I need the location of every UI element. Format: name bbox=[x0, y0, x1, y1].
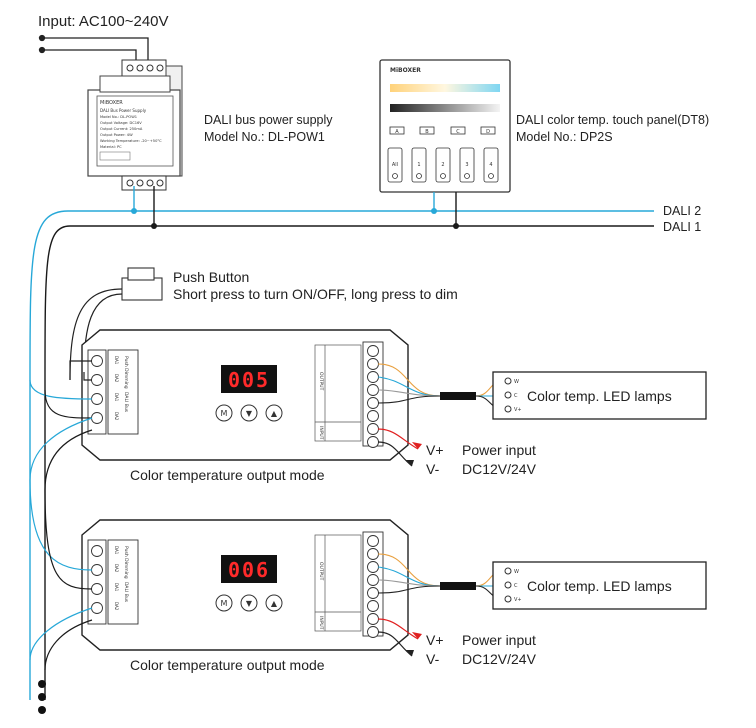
touch-panel-title: DALI color temp. touch panel(DT8) bbox=[516, 113, 709, 127]
ctrl2-v-minus: V- bbox=[426, 651, 440, 667]
ctrl1-power-title: Power input bbox=[462, 442, 536, 458]
ac-input-wires bbox=[38, 34, 149, 64]
cct-slider bbox=[390, 84, 500, 92]
group-button-b: B bbox=[425, 129, 429, 135]
ctrl2-v-plus: V+ bbox=[426, 632, 444, 648]
controller-2: Push Dimming DALI Bus DA1 DA2 DA1 DA2 00… bbox=[81, 519, 409, 651]
input-label: Input: AC100~240V bbox=[38, 13, 169, 30]
push-button-desc: Short press to turn ON/OFF, long press t… bbox=[173, 286, 458, 302]
ctrl2-power-title: Power input bbox=[462, 632, 536, 648]
zone-label-3: 3 bbox=[465, 162, 468, 168]
ctrl1-down-button[interactable] bbox=[240, 404, 258, 422]
ctrl2-down-label: ▼ bbox=[246, 599, 253, 608]
ctrl2-pin-1: DA2 bbox=[114, 564, 119, 573]
ctrl1-m-button[interactable] bbox=[215, 404, 233, 422]
dali2-label: DALI 2 bbox=[663, 204, 701, 218]
ps-label-line-5: Working Temperature: -20~+50°C bbox=[100, 139, 162, 143]
ctrl1-input-header: INPUT bbox=[318, 426, 324, 440]
ctrl2-output-header: OUTPUT bbox=[318, 562, 324, 581]
zone-label-all: All bbox=[392, 162, 398, 168]
power-supply-brand: MiBOXER bbox=[100, 100, 123, 106]
ctrl2-pin-2: DA1 bbox=[114, 583, 119, 592]
group-button-c: C bbox=[456, 129, 460, 135]
touch-panel-device: MiBOXER A B C D bbox=[379, 59, 511, 193]
ps-label-line-6: Material: PC bbox=[100, 145, 122, 149]
ctrl2-pin-3: DA2 bbox=[114, 602, 119, 611]
ps-label-line-4: Output Power: 4W bbox=[100, 133, 133, 137]
zone-label-2: 2 bbox=[441, 162, 444, 168]
ctrl1-power-voltage: DC12V/24V bbox=[462, 461, 537, 477]
ctrl2-dali-wires bbox=[29, 479, 93, 671]
ps-label-line-0: DALI Bus Power Supply bbox=[100, 108, 147, 113]
ctrl1-push-dimming-label: Push Dimming bbox=[123, 356, 129, 389]
ctrl2-m-label: M bbox=[221, 599, 228, 608]
ctrl2-dali-bus-label: DALI Bus bbox=[123, 582, 129, 603]
lamp1-terminal-w: W bbox=[514, 379, 519, 385]
lamp1-label: Color temp. LED lamps bbox=[527, 388, 672, 404]
certification-marks bbox=[99, 151, 131, 161]
dali1-label: DALI 1 bbox=[663, 220, 701, 234]
lamp1-terminal-v: V+ bbox=[514, 407, 522, 413]
ctrl1-up-label: ▲ bbox=[271, 409, 278, 418]
touch-panel-brand: MiBOXER bbox=[390, 67, 421, 74]
continuation-dots bbox=[38, 680, 46, 714]
power-supply-model: Model No.: DL-POW1 bbox=[204, 130, 325, 144]
ctrl1-pin-1: DA2 bbox=[114, 374, 119, 383]
lamp-box-1: W C V+ Color temp. LED lamps bbox=[492, 371, 707, 420]
ctrl2-display-value: 006 bbox=[228, 558, 270, 582]
ctrl2-power-voltage: DC12V/24V bbox=[462, 651, 537, 667]
ctrl1-dali-wires bbox=[29, 360, 93, 491]
ctrl1-up-button[interactable] bbox=[265, 404, 283, 422]
ctrl2-up-label: ▲ bbox=[271, 599, 278, 608]
ctrl1-m-label: M bbox=[221, 409, 228, 418]
ps-label-line-2: Output Voltage: DC16V bbox=[100, 121, 142, 125]
lamp1-terminal-c: C bbox=[514, 393, 518, 399]
zone-switches bbox=[387, 147, 499, 183]
ctrl1-down-label: ▼ bbox=[246, 409, 253, 418]
controller-1: Push Dimming DALI Bus DA1 DA2 DA1 DA2 00… bbox=[81, 329, 409, 461]
ctrl1-pin-3: DA2 bbox=[114, 412, 119, 421]
ctrl1-mode-label: Color temperature output mode bbox=[130, 467, 325, 483]
ctrl1-dali-bus-label: DALI Bus bbox=[123, 392, 129, 413]
ctrl2-up-button[interactable] bbox=[265, 594, 283, 612]
ctrl2-output-wires bbox=[377, 553, 503, 600]
ctrl1-output-header: OUTPUT bbox=[318, 372, 324, 391]
zone-label-1: 1 bbox=[417, 162, 420, 168]
ctrl2-push-dimming-label: Push Dimming bbox=[123, 546, 129, 579]
dali-bus-lines bbox=[29, 186, 654, 700]
ctrl2-input-header: INPUT bbox=[318, 616, 324, 630]
ctrl1-v-minus: V- bbox=[426, 461, 440, 477]
ctrl2-m-button[interactable] bbox=[215, 594, 233, 612]
brightness-slider bbox=[390, 104, 500, 112]
bus-junction-dots bbox=[131, 208, 459, 229]
ctrl2-power-wires bbox=[377, 618, 422, 657]
ctrl2-down-button[interactable] bbox=[240, 594, 258, 612]
ctrl2-pin-0: DA1 bbox=[114, 546, 119, 555]
group-buttons: A B C D bbox=[389, 126, 496, 135]
power-supply-device: MiBOXER DALI Bus Power Supply Model No.:… bbox=[87, 59, 183, 191]
ctrl1-display-value: 005 bbox=[228, 368, 270, 392]
group-button-d: D bbox=[486, 129, 490, 135]
ctrl1-pin-2: DA1 bbox=[114, 393, 119, 402]
zone-label-4: 4 bbox=[489, 162, 492, 168]
ctrl1-pin-0: DA1 bbox=[114, 356, 119, 365]
lamp2-terminal-c: C bbox=[514, 583, 518, 589]
lamp2-terminal-v: V+ bbox=[514, 597, 522, 603]
power-supply-title: DALI bus power supply bbox=[204, 113, 333, 127]
ctrl1-display bbox=[221, 365, 277, 393]
ctrl2-mode-label: Color temperature output mode bbox=[130, 657, 325, 673]
ctrl1-power-wires bbox=[377, 428, 422, 467]
ctrl2-display bbox=[221, 555, 277, 583]
lamp2-label: Color temp. LED lamps bbox=[527, 578, 672, 594]
lamp2-terminal-w: W bbox=[514, 569, 519, 575]
ctrl1-v-plus: V+ bbox=[426, 442, 444, 458]
ps-label-line-1: Model No.: DL-POW1 bbox=[100, 115, 137, 119]
lamp-box-2: W C V+ Color temp. LED lamps bbox=[492, 561, 707, 610]
touch-panel-model: Model No.: DP2S bbox=[516, 130, 613, 144]
push-button-title: Push Button bbox=[173, 269, 249, 285]
ps-label-line-3: Output Current: 250mA bbox=[100, 127, 143, 131]
group-button-a: A bbox=[395, 129, 399, 135]
